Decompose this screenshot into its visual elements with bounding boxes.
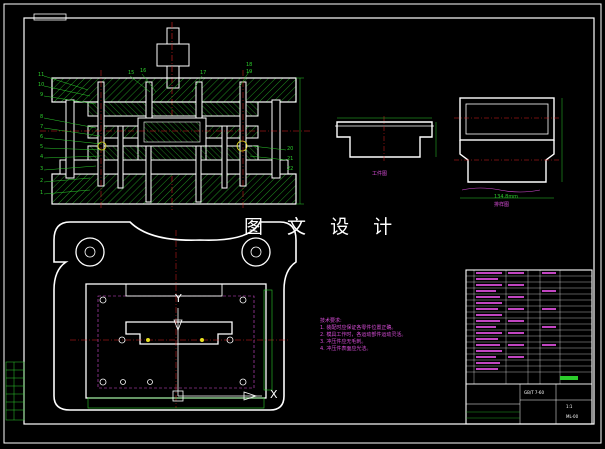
- revision-strip: [5, 361, 25, 421]
- callout-5: 5: [40, 144, 44, 150]
- sheet-top-tab: [33, 13, 67, 21]
- callout-1: 1: [40, 190, 44, 196]
- callout-22: 22: [287, 166, 294, 172]
- technical-note-4: 4. 冲压件表面应光洁。: [320, 346, 372, 352]
- assembly-section-view: [40, 22, 310, 210]
- callout-20: 20: [287, 146, 294, 152]
- plan-view: [53, 221, 297, 411]
- sheet-inner-border: [23, 17, 595, 425]
- callout-8: 8: [40, 114, 44, 120]
- part-side-view-label: 排样图: [494, 202, 510, 208]
- title-block-drawing-no: ML-00: [566, 414, 579, 419]
- part-front-view-label: 工件图: [372, 171, 388, 177]
- lower-die-base: [51, 173, 297, 205]
- axis-y-label: Y: [175, 292, 182, 305]
- guide-pillar-left: [65, 99, 75, 179]
- guide-pillar-right: [271, 99, 281, 179]
- callout-16: 16: [140, 68, 147, 74]
- technical-note-2: 2. 模具工作时，各运动部件运动灵活。: [320, 332, 407, 338]
- callout-10: 10: [38, 82, 45, 88]
- callout-21: 21: [287, 156, 294, 162]
- part-side-view: [454, 97, 563, 199]
- callout-4: 4: [40, 154, 44, 160]
- callout-9: 9: [40, 92, 44, 98]
- callout-7: 7: [40, 124, 44, 130]
- technical-notes-heading: 技术要求:: [320, 318, 342, 324]
- callout-17: 17: [200, 70, 207, 76]
- technical-note-1: 1. 装配时应保证各零件位置正确。: [320, 325, 397, 331]
- parts-list-table: [465, 269, 593, 425]
- callout-18: 18: [246, 62, 253, 68]
- callout-6: 6: [40, 134, 44, 140]
- shank-collar: [156, 43, 190, 67]
- title-block-standard: GB/T 7-60: [524, 390, 544, 395]
- upper-die-base: [51, 77, 297, 103]
- callout-11: 11: [38, 72, 45, 78]
- die-plate: [87, 145, 259, 161]
- side-view-width-dimension: 134.8mm: [494, 194, 519, 200]
- callout-19: 19: [246, 69, 253, 75]
- sheet-outer-border: [3, 3, 602, 444]
- callout-3: 3: [40, 166, 44, 172]
- technical-notes: 技术要求: 1. 装配时应保证各零件位置正确。 2. 模具工作时，各运动部件运动…: [320, 318, 406, 353]
- axis-x-label: X: [270, 388, 278, 401]
- callout-15: 15: [128, 70, 135, 76]
- part-front-view: [335, 116, 437, 162]
- callout-2: 2: [40, 178, 44, 184]
- punch-plate: [87, 101, 259, 117]
- watermark-text: 图 文 设 计: [244, 216, 402, 238]
- technical-note-3: 3. 冲压件应无毛刺。: [320, 339, 367, 345]
- title-block-scale: 1:1: [566, 404, 573, 409]
